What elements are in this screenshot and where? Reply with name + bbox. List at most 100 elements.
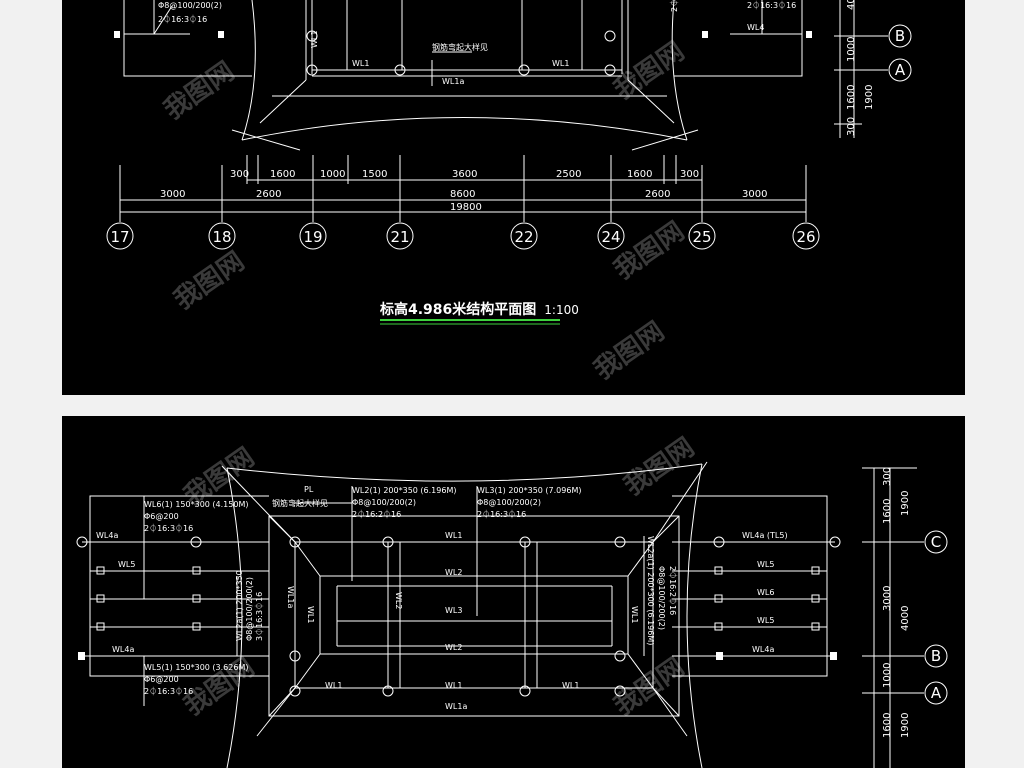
drawing-title-text: 标高4.986米结构平面图 <box>379 301 536 318</box>
dimension-text: 300 <box>680 169 699 180</box>
beam-label: WL3(1) 200*350 (7.096M) <box>477 486 581 495</box>
rebar-label: Φ6@200 <box>144 512 179 521</box>
beam-label: WL2a(1) 200*300 (6.196M) <box>646 536 655 645</box>
dimension-text: 3000 <box>160 189 185 200</box>
dimension-text: 3600 <box>452 169 477 180</box>
beam-label: WL6 <box>757 588 774 597</box>
dimension-text: 8600 <box>450 189 475 200</box>
axis-label: C <box>931 533 941 551</box>
dimension-text: 1600 <box>270 169 295 180</box>
beam-label: WL1 <box>310 31 319 48</box>
axis-label: B <box>895 27 905 45</box>
dimension-text: 1500 <box>362 169 387 180</box>
axis-label: 17 <box>110 228 129 246</box>
beam-label: WL5 <box>118 560 135 569</box>
beam-label: WL6(1) 150*300 (4.150M) <box>144 500 248 509</box>
axis-label: 25 <box>692 228 711 246</box>
dimension-lines <box>119 155 807 222</box>
watermark: 我图网 <box>609 216 690 285</box>
beam-label: WL1 <box>325 681 342 690</box>
watermark: 我图网 <box>159 56 240 125</box>
beam-end-marks <box>96 566 820 631</box>
beam-label: WL5 <box>757 560 774 569</box>
beam-label: WL2 <box>394 592 403 609</box>
structure-lines <box>123 0 803 151</box>
plan-panel-bottom: 我图网 我图网 我图网 我图网 <box>62 416 965 768</box>
beam-label: WL1 <box>552 59 569 68</box>
beam-label: WL1 <box>630 606 639 623</box>
rebar-label: 2⏀16:3⏀16 <box>158 14 207 24</box>
dimension-text: 1900 <box>900 491 911 516</box>
rebar-label: Φ8@100/200(2) <box>477 498 541 507</box>
beam-label: WL4a <box>752 645 774 654</box>
beam-label: WL1a <box>445 702 467 711</box>
right-dimension-lines <box>834 0 912 138</box>
dimension-text: 1000 <box>846 37 857 62</box>
dimension-text: 1600 <box>627 169 652 180</box>
axis-label: A <box>895 61 906 79</box>
beam-label: WL1 <box>445 681 462 690</box>
beam-label: WL2a(1) 200*350 <box>235 570 244 641</box>
beam-label: WL2 <box>445 643 462 652</box>
dimension-text: 3000 <box>742 189 767 200</box>
axis-label: B <box>931 647 941 665</box>
dimension-text: 1000 <box>882 663 893 688</box>
dimension-text: 300 <box>230 169 249 180</box>
beam-label: WL4a <box>96 531 118 540</box>
rebar-label: 2⏀16:3⏀16 <box>747 0 796 10</box>
dimension-text: 1900 <box>900 713 911 738</box>
beam-label: WL5(1) 150*300 (3.626M) <box>144 663 248 672</box>
rebar-label: 2⏀16:3⏀16 <box>669 0 679 12</box>
beam-label: WL4 <box>747 23 764 32</box>
structure-lines <box>80 461 835 768</box>
rebar-label: 3⏀16:3⏀16 <box>254 592 264 641</box>
rebar-label: 2⏀16:3⏀16 <box>144 523 193 533</box>
note-label: 钢筋弯起大样见 <box>272 498 328 508</box>
rebar-label: 2⏀16:3⏀16 <box>144 686 193 696</box>
rebar-label: Φ8@100/200(2) <box>245 577 254 641</box>
dimension-total: 19800 <box>450 202 482 213</box>
axis-label: 26 <box>796 228 815 246</box>
axis-label: A <box>931 684 942 702</box>
drawing-scale: 1:100 <box>544 303 579 317</box>
column-marks <box>76 536 841 697</box>
beam-label: WL1a <box>286 586 295 608</box>
dimension-text: 1000 <box>320 169 345 180</box>
watermark: 我图网 <box>609 652 690 721</box>
pl-label: PL <box>304 485 314 494</box>
dimension-text: 2500 <box>556 169 581 180</box>
right-dimension-lines <box>862 467 948 768</box>
plan-panel-top: 我图网 我图网 我图网 我图网 我图网 <box>62 0 965 395</box>
beam-label: WL1a <box>442 77 464 86</box>
rebar-label: 2⏀16:2⏀16 <box>668 566 678 615</box>
dimension-text: 1600 <box>846 85 857 110</box>
rebar-label: Φ8@100/200(2) <box>158 1 222 10</box>
watermark: 我图网 <box>609 36 690 105</box>
dimension-text: 1600 <box>882 713 893 738</box>
rebar-label: 2⏀16:2⏀16 <box>352 509 401 519</box>
beam-label: WL3 <box>445 606 462 615</box>
dimension-text: 300 <box>846 117 857 136</box>
note-label: 钢筋弯起大样见 <box>432 42 488 52</box>
axis-label: 19 <box>303 228 322 246</box>
beam-label: WL2 <box>445 568 462 577</box>
axis-label: 21 <box>390 228 409 246</box>
solid-column-marks <box>114 31 812 38</box>
rebar-label: Φ8@100/200(2) <box>352 498 416 507</box>
beam-label: WL1 <box>352 59 369 68</box>
beam-label: WL4a <box>112 645 134 654</box>
column-marks <box>306 30 616 76</box>
dimension-text: 2600 <box>645 189 670 200</box>
dimension-text: 400 <box>846 0 857 10</box>
watermark: 我图网 <box>169 246 250 315</box>
beam-label: WL5 <box>757 616 774 625</box>
plan-drawing-top: 我图网 我图网 我图网 我图网 我图网 <box>106 0 912 386</box>
plan-drawing-bottom: 我图网 我图网 我图网 我图网 <box>76 432 948 768</box>
beam-label: WL1 <box>306 606 315 623</box>
rebar-label: 2⏀16:3⏀16 <box>477 509 526 519</box>
dimension-text: 2600 <box>256 189 281 200</box>
axis-label: 24 <box>601 228 620 246</box>
axis-label: 22 <box>514 228 533 246</box>
rebar-label: Φ6@200 <box>144 675 179 684</box>
dimension-text: 3000 <box>882 586 893 611</box>
